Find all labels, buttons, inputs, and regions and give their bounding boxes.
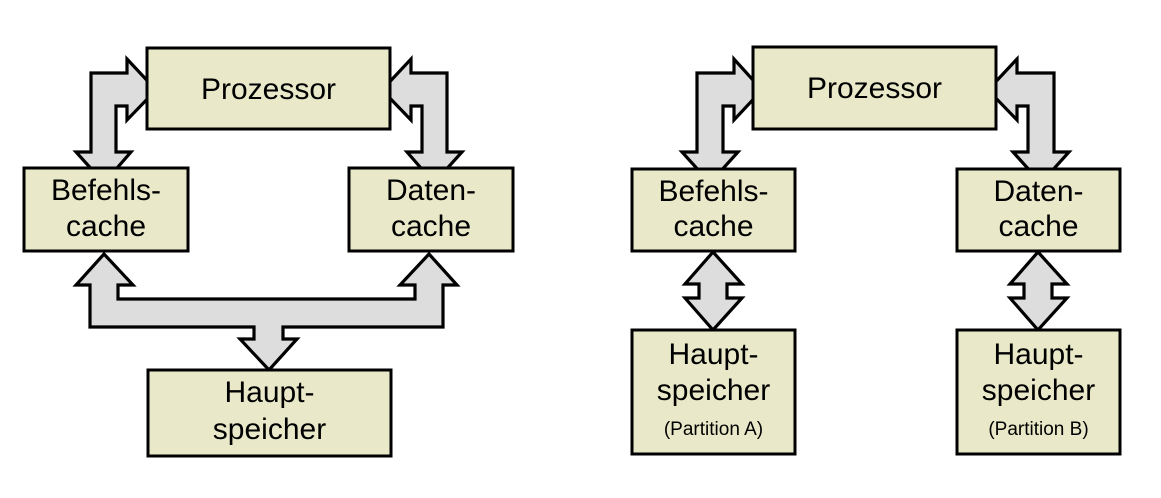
node-main-memory-partition-a-label-line2: speicher [657, 374, 770, 407]
node-instruction-cache-left: Befehls- cache [22, 166, 190, 253]
node-main-memory-partition-b-label-line1: Haupt- [993, 338, 1083, 371]
node-data-cache-left-label-line1: Daten- [386, 174, 476, 207]
arrow-main-memory-caches-fork-left [72, 251, 461, 373]
node-instruction-cache-right-label-line1: Befehls- [658, 175, 768, 208]
node-main-memory-partition-a: Haupt- speicher (Partition A) [630, 328, 797, 456]
node-instruction-cache-left-box [22, 166, 190, 253]
node-data-cache-left: Daten- cache [347, 166, 515, 253]
node-processor-right-box [751, 45, 998, 131]
node-instruction-cache-left-label-line1: Befehls- [51, 174, 161, 207]
node-instruction-cache-right: Befehls- cache [630, 167, 797, 253]
arrow-data-cache-memory-b [1006, 249, 1071, 333]
arrow-processor-data-cache-right [985, 54, 1073, 186]
node-processor-left: Prozessor [145, 46, 392, 131]
node-main-memory-left-box [146, 368, 393, 458]
node-main-memory-left-label-line2: speicher [213, 413, 326, 446]
node-instruction-cache-right-box [630, 167, 797, 253]
node-main-memory-partition-a-label-line1: Haupt- [668, 338, 758, 371]
node-processor-right: Prozessor [751, 45, 998, 131]
right-diagram-group: Prozessor Befehls- cache Daten- cache Ha… [630, 45, 1122, 456]
node-main-memory-left: Haupt- speicher [146, 368, 393, 458]
node-data-cache-left-label-line2: cache [391, 210, 471, 243]
node-processor-right-label: Prozessor [807, 72, 942, 105]
arrow-instruction-cache-memory-a [681, 249, 746, 333]
node-main-memory-partition-b-sublabel: (Partition B) [988, 419, 1088, 440]
node-data-cache-right: Daten- cache [955, 167, 1122, 253]
node-data-cache-right-label-line1: Daten- [993, 175, 1083, 208]
node-data-cache-left-box [347, 166, 515, 253]
node-processor-left-label: Prozessor [201, 73, 336, 106]
node-main-memory-partition-b: Haupt- speicher (Partition B) [955, 328, 1122, 456]
arrow-processor-instruction-cache-left [72, 54, 159, 186]
node-instruction-cache-right-label-line2: cache [673, 210, 753, 243]
arrow-processor-instruction-cache-right [678, 54, 765, 186]
node-main-memory-partition-a-sublabel: (Partition A) [664, 419, 763, 440]
node-data-cache-right-box [955, 167, 1122, 253]
node-data-cache-right-label-line2: cache [998, 210, 1078, 243]
arrow-processor-data-cache-left [379, 54, 466, 186]
node-processor-left-box [145, 46, 392, 131]
node-instruction-cache-left-label-line2: cache [66, 210, 146, 243]
node-main-memory-partition-b-box [955, 328, 1122, 456]
node-main-memory-left-label-line1: Haupt- [224, 376, 314, 409]
node-main-memory-partition-a-box [630, 328, 797, 456]
left-diagram-group: Prozessor Befehls- cache Daten- cache Ha… [22, 46, 515, 458]
node-main-memory-partition-b-label-line2: speicher [982, 374, 1095, 407]
